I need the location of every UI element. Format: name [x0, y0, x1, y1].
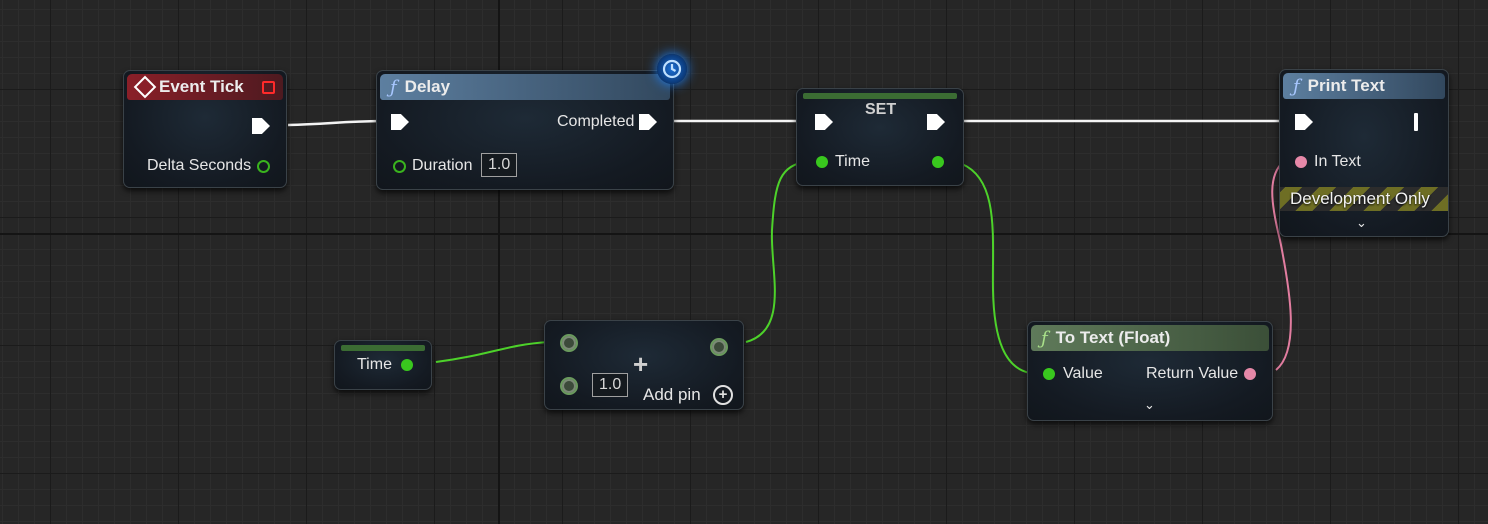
return-value-label: Return Value	[1146, 365, 1239, 382]
delay-node[interactable]: ƒ Delay Completed Duration 1.0	[376, 70, 674, 190]
delay-exec-in-pin[interactable]	[391, 114, 409, 130]
to-text-title: To Text (Float)	[1055, 328, 1171, 347]
set-variable-node[interactable]: SET Time	[796, 88, 964, 186]
print-text-node[interactable]: ƒ Print Text In Text Development Only ⌄	[1279, 69, 1449, 237]
plus-circle-icon[interactable]: +	[713, 385, 733, 405]
set-time-label: Time	[835, 153, 870, 170]
print-text-title: Print Text	[1307, 76, 1385, 95]
to-text-header[interactable]: ƒ To Text (Float)	[1031, 325, 1269, 351]
print-exec-in-pin[interactable]	[1295, 114, 1313, 130]
set-title: SET	[865, 101, 897, 118]
delta-seconds-pin[interactable]	[257, 160, 270, 173]
add-pin-label[interactable]: Add pin	[643, 385, 701, 404]
completed-label: Completed	[557, 113, 635, 130]
delay-title: Delay	[404, 77, 451, 96]
duration-value-input[interactable]: 1.0	[481, 153, 518, 177]
event-diamond-icon	[133, 75, 157, 99]
set-exec-out-pin[interactable]	[927, 114, 945, 130]
function-icon: ƒ	[1041, 327, 1048, 349]
in-text-label: In Text	[1314, 153, 1361, 170]
exec-wire-tick-to-delay[interactable]	[287, 119, 389, 127]
set-exec-in-pin[interactable]	[815, 114, 833, 130]
set-time-in-pin[interactable]	[816, 156, 828, 168]
to-text-value-pin[interactable]	[1043, 368, 1055, 380]
development-only-label: Development Only	[1290, 189, 1430, 208]
delegate-pin-icon[interactable]	[262, 81, 275, 94]
development-only-banner	[1280, 187, 1448, 211]
add-a-pin[interactable]	[560, 334, 578, 352]
duration-label: Duration	[412, 157, 473, 174]
duration-pin[interactable]	[393, 160, 406, 173]
event-tick-exec-out-pin[interactable]	[252, 118, 270, 134]
float-wire-add-to-set[interactable]	[745, 160, 809, 343]
time-getter-label: Time	[357, 356, 392, 373]
delay-header[interactable]: ƒ Delay	[380, 74, 670, 100]
delta-seconds-label: Delta Seconds	[147, 157, 252, 174]
function-icon: ƒ	[1293, 75, 1300, 97]
latent-action-badge	[657, 54, 687, 84]
time-getter-out-pin[interactable]	[401, 359, 413, 371]
set-time-out-pin[interactable]	[932, 156, 944, 168]
time-getter-node[interactable]: Time	[334, 340, 432, 390]
clock-icon	[662, 59, 682, 79]
return-value-pin[interactable]	[1244, 368, 1256, 380]
in-text-pin[interactable]	[1295, 156, 1307, 168]
print-exec-out-pin[interactable]	[1414, 113, 1418, 131]
set-node-color-bar	[803, 93, 957, 99]
add-b-value-input[interactable]: 1.0	[592, 373, 629, 397]
expand-chevron-icon[interactable]: ⌄	[1356, 215, 1367, 230]
event-tick-node[interactable]: Event Tick Delta Seconds	[123, 70, 287, 188]
function-icon: ƒ	[390, 76, 397, 98]
to-text-value-label: Value	[1063, 365, 1103, 382]
add-result-pin[interactable]	[710, 338, 728, 356]
event-tick-title: Event Tick	[159, 77, 244, 96]
time-getter-color-bar	[341, 345, 425, 351]
expand-chevron-icon[interactable]: ⌄	[1144, 397, 1155, 412]
delay-completed-exec-pin[interactable]	[639, 114, 657, 130]
add-float-node[interactable]: 1.0 + Add pin +	[544, 320, 744, 410]
print-text-header[interactable]: ƒ Print Text	[1283, 73, 1445, 99]
to-text-float-node[interactable]: ƒ To Text (Float) Value Return Value ⌄	[1027, 321, 1273, 421]
add-b-pin[interactable]	[560, 377, 578, 395]
add-operator-label: +	[633, 349, 649, 379]
float-wire-time-to-add[interactable]	[435, 341, 549, 363]
float-wire-set-to-totext[interactable]	[961, 163, 1031, 374]
event-tick-header[interactable]: Event Tick	[127, 74, 283, 100]
